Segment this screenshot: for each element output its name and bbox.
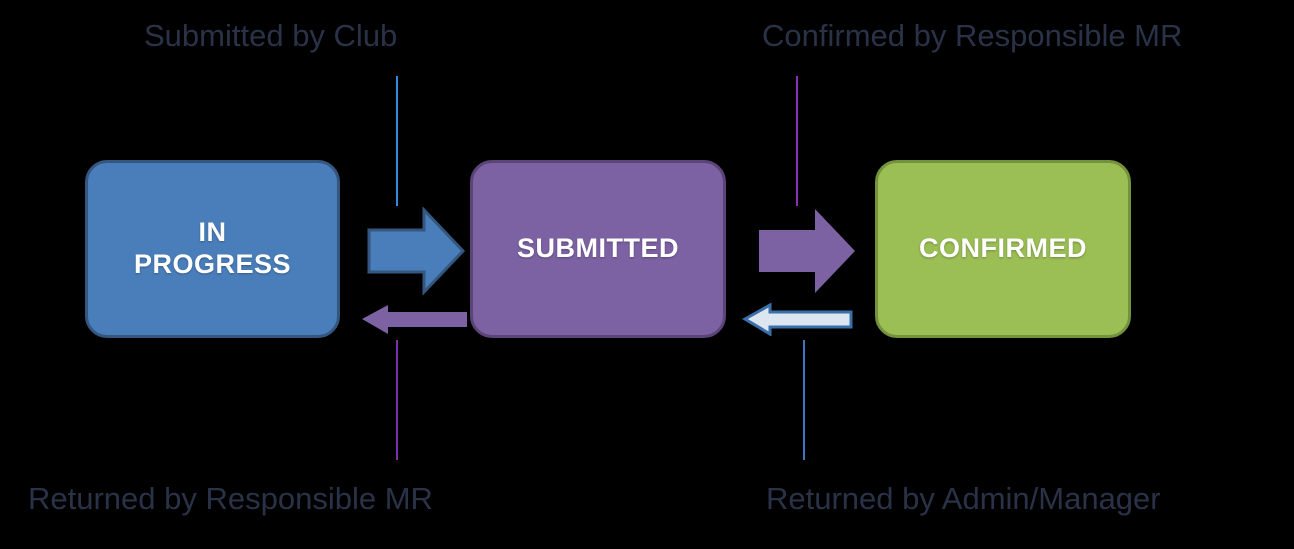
state-label-in-progress-line2: PROGRESS [133, 249, 292, 279]
connector-line-returned-by-admin-manager [803, 340, 805, 460]
caption-returned-by-responsible-mr: Returned by Responsible MR [28, 481, 433, 516]
state-box-submitted[interactable]: SUBMITTED [470, 160, 726, 338]
connector-line-returned-by-responsible-mr [396, 340, 398, 460]
state-box-in-progress-text: IN PROGRESS [134, 217, 291, 281]
state-label-submitted: SUBMITTED [517, 233, 679, 264]
arrow-right-confirmed-by-responsible-mr [757, 206, 857, 296]
arrow-left-returned-by-responsible-mr [360, 303, 468, 335]
state-box-confirmed[interactable]: CONFIRMED [875, 160, 1131, 338]
caption-confirmed-by-responsible-mr: Confirmed by Responsible MR [762, 18, 1183, 53]
state-label-confirmed: CONFIRMED [919, 233, 1087, 264]
connector-line-submitted-by-club [396, 76, 398, 206]
connector-line-confirmed-by-responsible-mr [796, 76, 798, 206]
state-label-in-progress-line1: IN [198, 217, 227, 248]
caption-returned-by-admin-manager: Returned by Admin/Manager [766, 481, 1161, 516]
caption-submitted-by-club: Submitted by Club [144, 18, 398, 53]
arrow-left-returned-by-admin-manager [742, 302, 854, 337]
state-box-in-progress[interactable]: IN PROGRESS [85, 160, 340, 338]
arrow-right-submitted-by-club [366, 206, 466, 296]
